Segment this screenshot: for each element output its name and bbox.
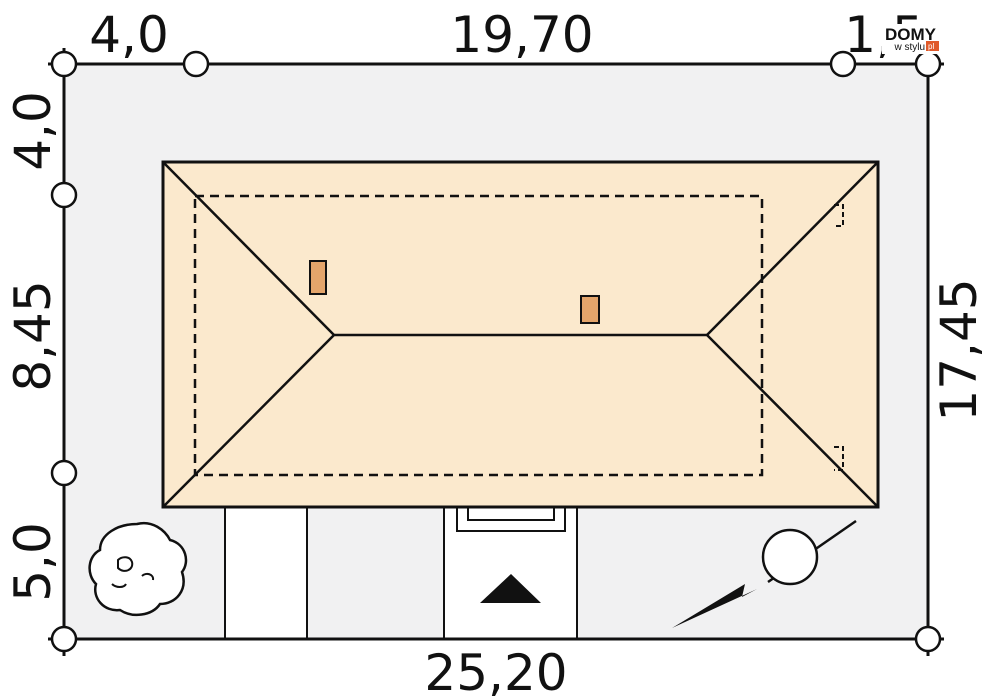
logo-brand: DOMY bbox=[885, 25, 937, 44]
logo-badge bbox=[926, 41, 939, 51]
entrance-arrow-icon bbox=[480, 574, 541, 603]
dim-top-left: 4,0 bbox=[89, 6, 169, 64]
logo-sub: w stylu bbox=[893, 42, 925, 53]
hip-line bbox=[162, 161, 335, 336]
driveway bbox=[224, 506, 308, 640]
dim-left-bottom: 5,0 bbox=[4, 522, 62, 602]
logo-tld: pl bbox=[928, 42, 934, 51]
dim-left-middle: 8,45 bbox=[4, 280, 62, 391]
hip-line bbox=[162, 334, 335, 508]
skylight-mark bbox=[834, 204, 844, 227]
dim-top-middle: 19,70 bbox=[450, 6, 593, 64]
dim-left-top: 4,0 bbox=[4, 91, 62, 171]
dimension-markers bbox=[50, 50, 942, 653]
tree-icon bbox=[88, 521, 188, 617]
hip-line bbox=[706, 334, 879, 508]
brand-logo: DOMY w stylu pl bbox=[882, 24, 952, 54]
dim-bottom: 25,20 bbox=[424, 644, 567, 700]
dim-right: 17,45 bbox=[930, 278, 988, 421]
entrance-steps-inner bbox=[467, 506, 555, 521]
wall-outline bbox=[193, 194, 764, 477]
skylight-mark bbox=[834, 446, 844, 471]
chimney bbox=[309, 260, 327, 295]
chimney bbox=[580, 295, 600, 324]
north-arrow-icon bbox=[672, 519, 857, 628]
hip-line bbox=[706, 161, 879, 336]
